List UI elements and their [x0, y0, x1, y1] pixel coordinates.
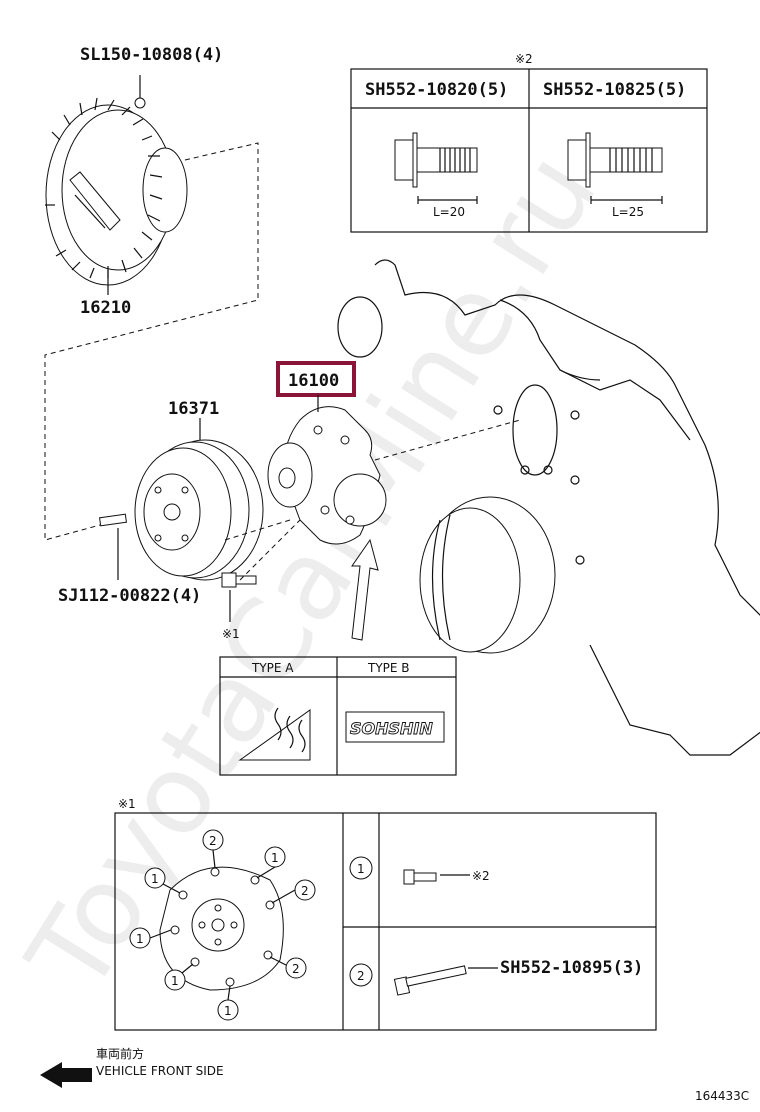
- pump-dash-line: [374, 419, 521, 461]
- bolt-20-icon: [394, 132, 478, 204]
- bolt-25-icon: [567, 132, 663, 204]
- pattern-table-note: ※1: [118, 797, 136, 811]
- pulley-16371-part[interactable]: [134, 439, 264, 581]
- bolt-pattern-table: ※1 2 1 2 1 2: [114, 797, 657, 1031]
- bolt-len-25: L=25: [612, 205, 644, 219]
- bolt-len-20: L=20: [433, 205, 465, 219]
- row1-number-circle: [349, 856, 373, 880]
- callout-1c: 1: [136, 932, 144, 946]
- highlight-16100: [276, 361, 356, 397]
- stud-icon: [99, 513, 127, 527]
- bolt-col2-label: SH552-10825(5): [543, 80, 686, 100]
- label-16210: 16210: [80, 298, 131, 318]
- row2-number: 2: [357, 969, 365, 983]
- type-a-logo-icon: [238, 707, 311, 761]
- pump-face-diagram: [159, 866, 284, 991]
- callout-group: 2 1 2 1 2 1 1 1: [129, 829, 316, 1021]
- label-16371: 16371: [168, 399, 219, 419]
- label-16100: 16100: [288, 371, 339, 391]
- callout-2b: 2: [301, 884, 309, 898]
- row1-number: 1: [357, 862, 365, 876]
- figure-number: 164433C: [695, 1089, 749, 1103]
- bolt-ref1-icon: [221, 572, 257, 588]
- callout-2a: 2: [209, 834, 217, 848]
- label-sl150: SL150-10808(4): [80, 45, 223, 65]
- fan-clutch-part[interactable]: [45, 75, 188, 286]
- callout-1a: 1: [271, 851, 279, 865]
- direction-arrow-icon: [351, 538, 379, 641]
- bolt-table: ※2 SH552-10820(5) SH552-10825(5) L=20 L=…: [350, 52, 708, 233]
- callout-2c: 2: [292, 962, 300, 976]
- row1-ref: ※2: [472, 869, 490, 883]
- type-b-label: TYPE B: [367, 661, 410, 675]
- callout-1b: 1: [151, 872, 159, 886]
- type-a-label: TYPE A: [251, 661, 294, 675]
- type-b-logo-text: SOHSHIN: [350, 719, 433, 738]
- water-pump-16100-part[interactable]: [267, 406, 387, 545]
- bolt-col1-label: SH552-10820(5): [365, 80, 508, 100]
- label-sj112: SJ112-00822(4): [58, 586, 201, 606]
- callout-1e: 1: [224, 1004, 232, 1018]
- row2-number-circle: [349, 963, 373, 987]
- bolt-table-note: ※2: [515, 52, 533, 66]
- callout-1d: 1: [171, 974, 179, 988]
- front-arrow-icon: [40, 1062, 92, 1088]
- engine-block-outline: [337, 259, 760, 756]
- row2-ref: SH552-10895(3): [500, 958, 643, 978]
- long-bolt-icon: [393, 965, 467, 996]
- crank-pulley: [419, 496, 556, 654]
- type-table: TYPE A TYPE B SOHSHIN: [219, 656, 457, 776]
- label-vehicle-front: VEHICLE FRONT SIDE: [96, 1064, 224, 1078]
- label-jp-front: 車両前方: [96, 1046, 144, 1061]
- type-b-logo-box: [345, 711, 445, 743]
- short-bolt-icon: [403, 869, 437, 885]
- label-ref1: ※1: [222, 627, 240, 641]
- pulley-dash-line: [224, 519, 301, 581]
